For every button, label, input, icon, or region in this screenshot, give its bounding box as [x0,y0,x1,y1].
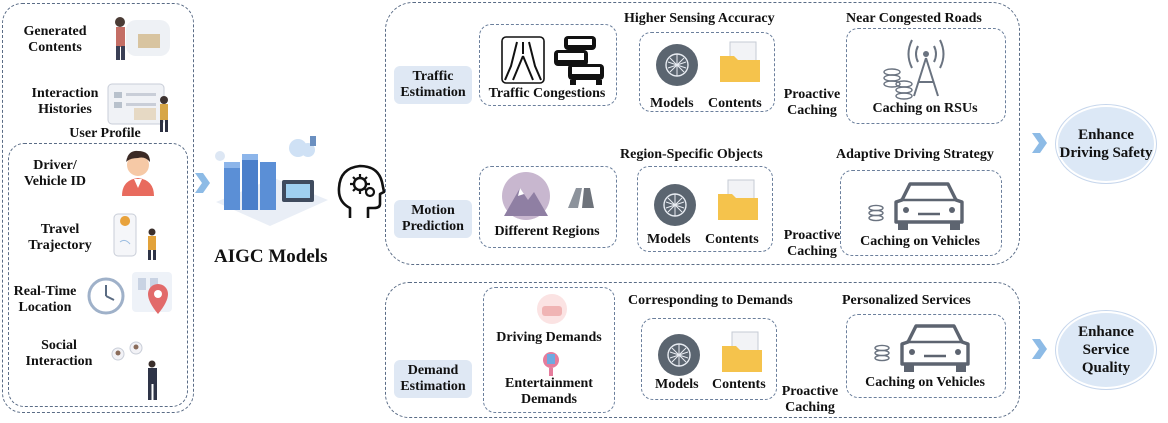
road-icon [501,36,545,84]
contents-label: Contents [712,377,766,392]
models-label: Models [647,232,691,247]
row-header-demand: Corresponding to Demands [628,293,793,308]
chevron-right-icon [195,173,210,193]
entertainment-demand-icon [543,352,559,376]
clock-location-icon [87,272,172,315]
folder-icon [722,331,762,372]
quality-group [385,282,1020,418]
input-box-traffic [479,24,617,106]
rsu-antenna-icon [883,39,945,100]
folder-icon [718,179,758,220]
folder-icon [720,41,760,82]
safety-group [385,2,1020,265]
target-box-demand [846,314,1006,398]
target-header-demand: Personalized Services [842,293,971,308]
chevron-right-icon [1032,339,1047,359]
road-region-icon [568,188,594,208]
model-icon [656,44,698,86]
target-header-traffic: Near Congested Roads [846,11,982,26]
task-tag-motion: Motion Prediction [394,200,472,238]
input-label-demand-1: Driving Demands [496,330,602,345]
models-contents-box-demand [641,318,777,400]
cars-congestion-icon [554,36,604,85]
models-label: Models [650,96,694,111]
user-profile-group [8,143,188,407]
chevron-right-icon [1032,133,1047,153]
driver-avatar-icon [122,150,154,196]
model-icon [658,334,700,376]
caching-label-motion: Proactive Caching [783,228,841,259]
task-tag-demand: Demand Estimation [394,360,472,398]
input-box-motion [479,166,617,248]
interaction-histories-icon [107,83,168,132]
caching-label-traffic: Proactive Caching [783,87,841,118]
contents-label: Contents [705,232,759,247]
input-label-traffic: Traffic Congestions [488,86,606,101]
target-label-demand: Caching on Vehicles [865,375,985,390]
row-header-motion: Region-Specific Objects [620,147,763,162]
models-contents-box-motion [637,166,773,252]
server-rack-icon [215,136,328,226]
driving-demand-icon [537,294,567,324]
caching-label-demand: Proactive Caching [781,384,839,415]
row-header-traffic: Higher Sensing Accuracy [624,11,775,26]
real-time-location-label: Real-Time Location [13,284,77,315]
contents-label: Contents [708,96,762,111]
vehicle-icon [868,182,964,230]
target-box-traffic [846,28,1006,124]
brain-gear-icon [337,164,386,218]
task-tag-traffic: Traffic Estimation [394,66,472,104]
travel-trajectory-icon [113,213,156,260]
input-box-demand [483,287,615,413]
outcome-driving-safety: Enhance Driving Safety [1058,107,1154,181]
user-profile-label: User Profile [69,126,141,141]
models-contents-box-traffic [639,32,775,112]
generated-contents-label: Generated Contents [23,24,87,55]
target-box-motion [840,170,1002,256]
social-interaction-icon [111,341,157,400]
driver-vehicle-id-label: Driver/ Vehicle ID [23,158,87,189]
input-label-motion: Different Regions [494,224,600,239]
mountain-icon [502,172,550,220]
social-interaction-label: Social Interaction [25,338,93,369]
model-icon [654,184,696,226]
target-label-traffic: Caching on RSUs [872,101,978,116]
vehicle-icon [874,324,970,372]
target-label-motion: Caching on Vehicles [860,234,980,249]
input-label-demand-2: Entertainment Demands [505,376,593,407]
target-header-motion: Adaptive Driving Strategy [836,147,994,162]
interaction-histories-label: Interaction Histories [31,86,99,117]
aigc-models-label: AIGC Models [214,246,328,267]
left-panel [2,3,194,413]
models-label: Models [655,377,699,392]
outcome-service-quality: Enhance Service Quality [1058,313,1154,387]
travel-trajectory-label: Travel Trajectory [28,222,92,253]
generated-contents-icon [115,17,170,60]
